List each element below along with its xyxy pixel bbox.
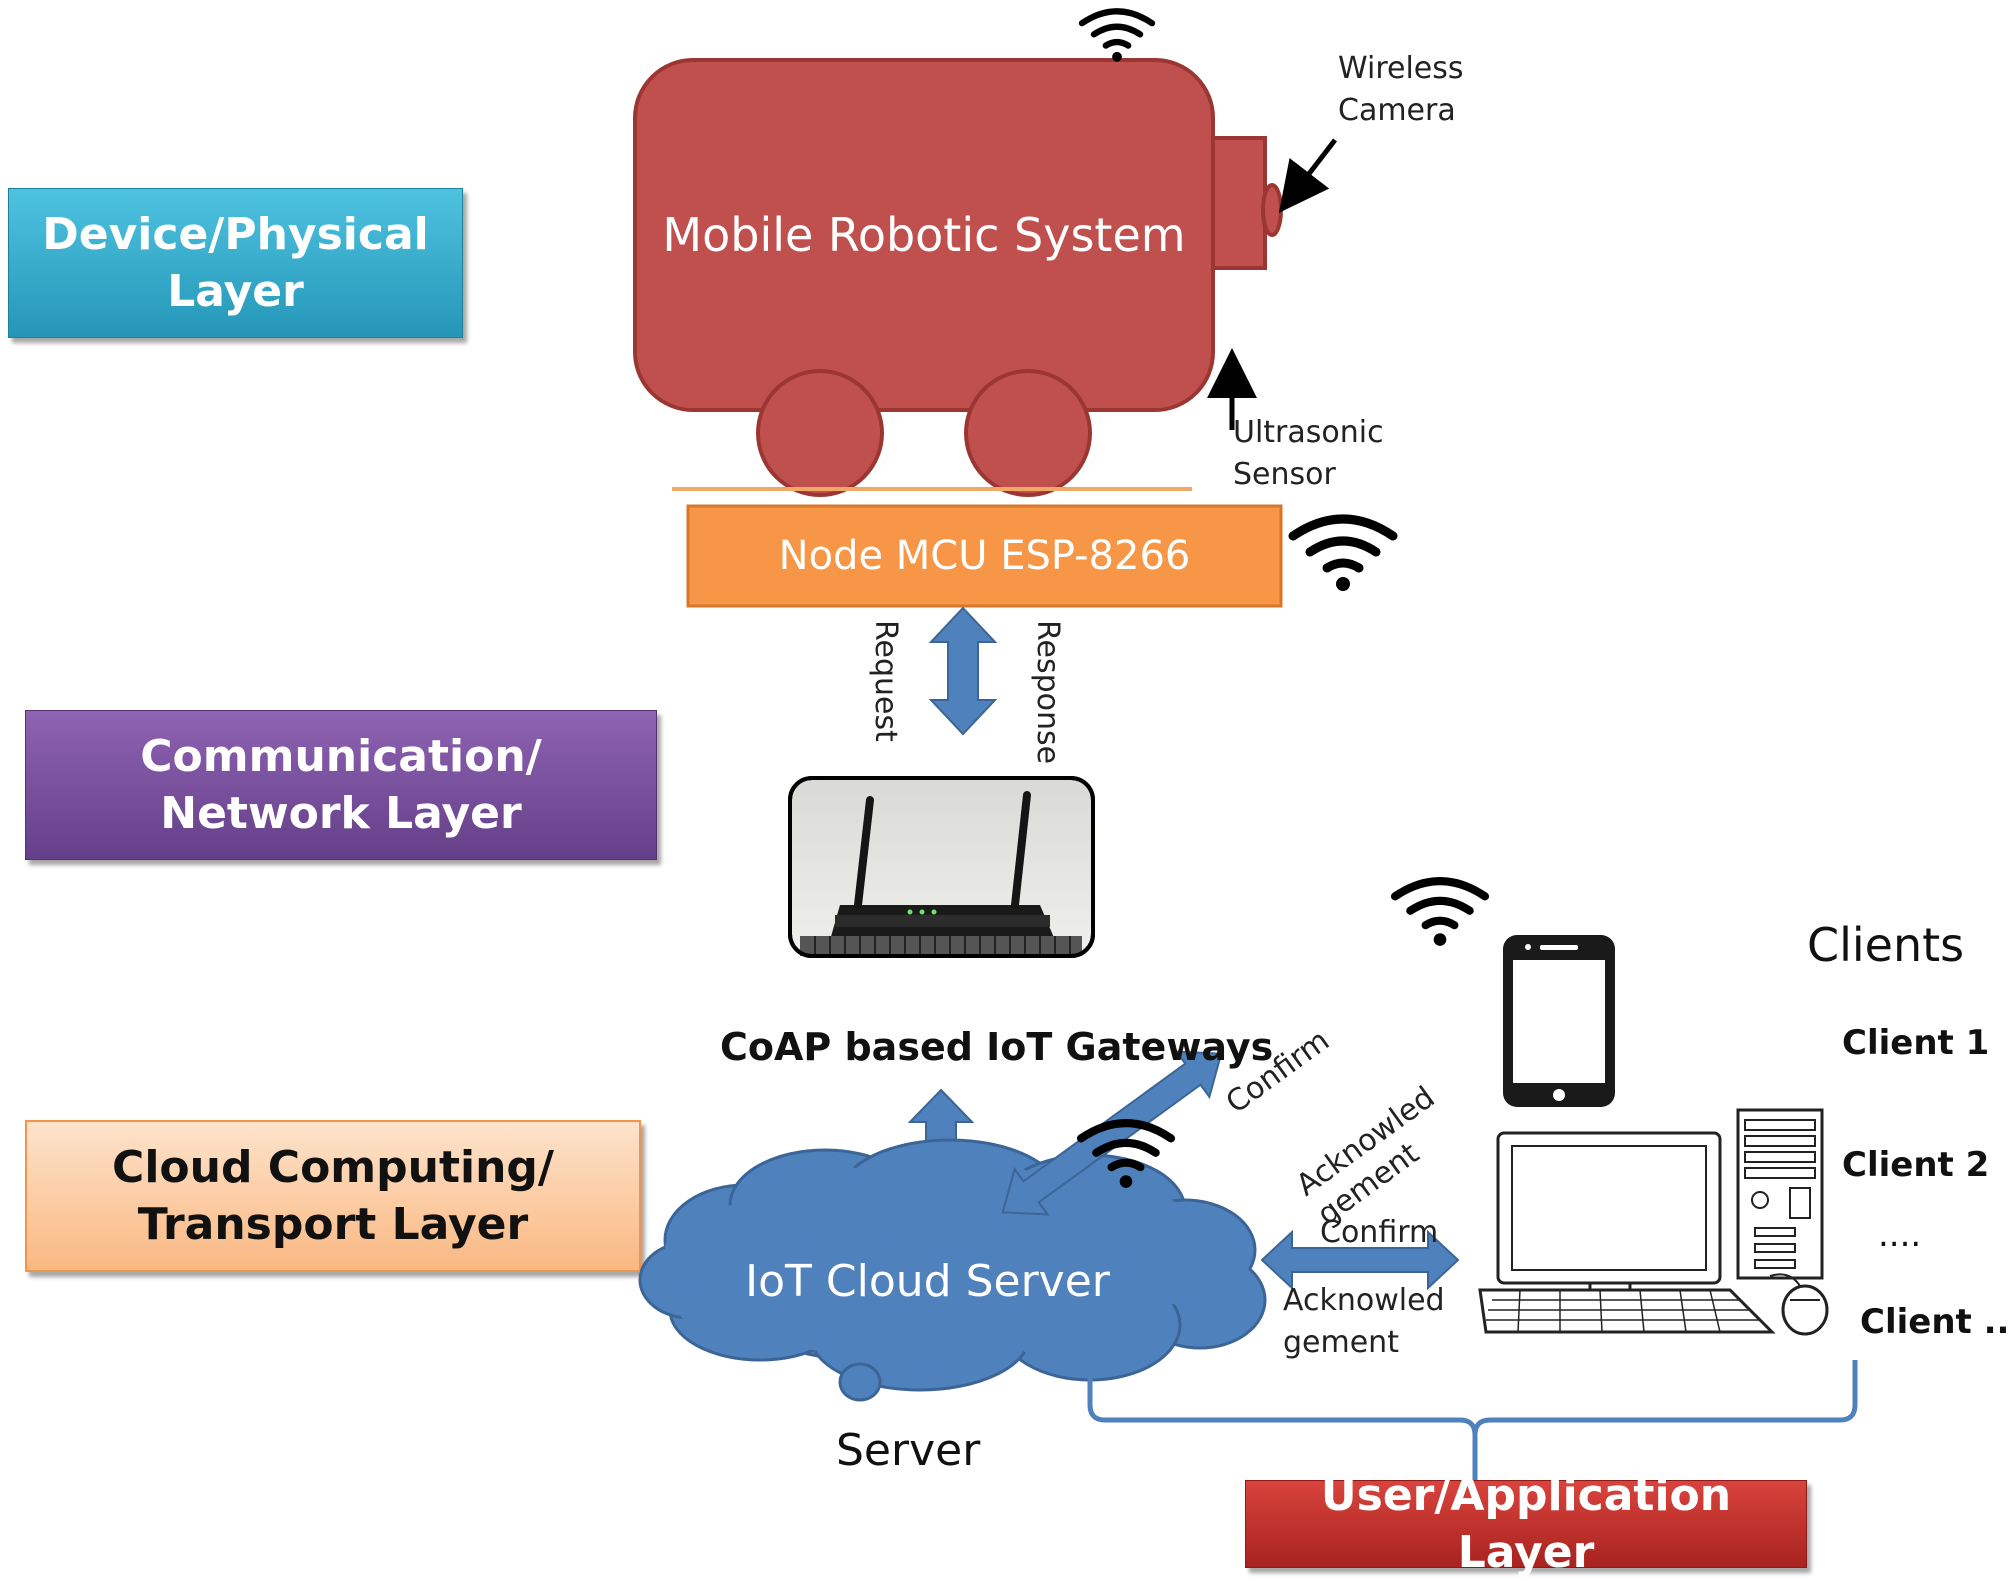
wireless-camera-label: Wireless Camera xyxy=(1338,51,1464,128)
user-layer-bracket xyxy=(1087,1360,1858,1480)
wifi-icon xyxy=(1288,514,1398,591)
client-ellipsis-label: .... xyxy=(1878,1215,1922,1255)
communication-network-layer-box: Communication/ Network Layer xyxy=(25,710,657,860)
user-application-layer-box: User/Application Layer xyxy=(1245,1470,1807,1578)
cloud-tail-bubble xyxy=(838,1362,882,1402)
cloud-layer-line1: Cloud Computing/ xyxy=(112,1141,554,1193)
ultrasonic-sensor-label: Ultrasonic Sensor xyxy=(1233,415,1384,492)
smartphone-icon xyxy=(1503,935,1615,1107)
mcu-router-double-arrow xyxy=(928,606,998,736)
router-photo xyxy=(788,776,1095,958)
wifi-icon xyxy=(1076,1119,1176,1188)
device-layer-line2: Layer xyxy=(167,266,304,317)
wireless-camera-lens xyxy=(1261,183,1283,237)
iot-cloud-fill xyxy=(665,1155,1250,1375)
client-n-label: Client ..n xyxy=(1860,1302,2008,1342)
lower-ack-label: Acknowled gement xyxy=(1283,1283,1445,1360)
client-2-label: Client 2 xyxy=(1842,1145,1990,1185)
lower-confirm-label: Confirm xyxy=(1320,1215,1439,1250)
client-1-label: Client 1 xyxy=(1842,1023,1990,1063)
cloud-layer-line2: Transport Layer xyxy=(137,1199,529,1250)
communication-layer-line1: Communication/ xyxy=(140,730,542,782)
cloud-desktop-double-arrow xyxy=(1260,1229,1460,1291)
camera-pointer-arrow xyxy=(1278,138,1337,213)
device-physical-layer-box: Device/Physical Layer xyxy=(8,188,463,338)
response-label: Response xyxy=(1030,620,1065,765)
clients-title: Clients xyxy=(1807,918,1965,972)
robot-title: Mobile Robotic System xyxy=(662,208,1186,262)
wifi-icon xyxy=(1390,877,1490,946)
robot-wheel-right xyxy=(964,369,1092,497)
desktop-computer-icon xyxy=(1478,1108,1829,1336)
node-mcu-label: Node MCU ESP-8266 xyxy=(778,533,1191,579)
robot-camera-mount xyxy=(1211,136,1267,270)
cloud-server-label: IoT Cloud Server xyxy=(745,1256,1110,1307)
server-label: Server xyxy=(836,1425,981,1476)
robot-wheel-left xyxy=(756,369,884,497)
node-mcu-box xyxy=(686,504,1283,608)
cloud-phone-double-arrow xyxy=(1001,1050,1223,1216)
gateway-label: CoAP based IoT Gateways xyxy=(720,1025,1274,1069)
wifi-icon xyxy=(1078,8,1156,62)
device-layer-line1: Device/Physical xyxy=(42,208,429,260)
user-layer-label: User/Application Layer xyxy=(1320,1469,1732,1578)
communication-layer-line2: Network Layer xyxy=(160,788,522,839)
cloud-transport-layer-box: Cloud Computing/ Transport Layer xyxy=(25,1120,641,1272)
request-label: Request xyxy=(868,620,903,742)
